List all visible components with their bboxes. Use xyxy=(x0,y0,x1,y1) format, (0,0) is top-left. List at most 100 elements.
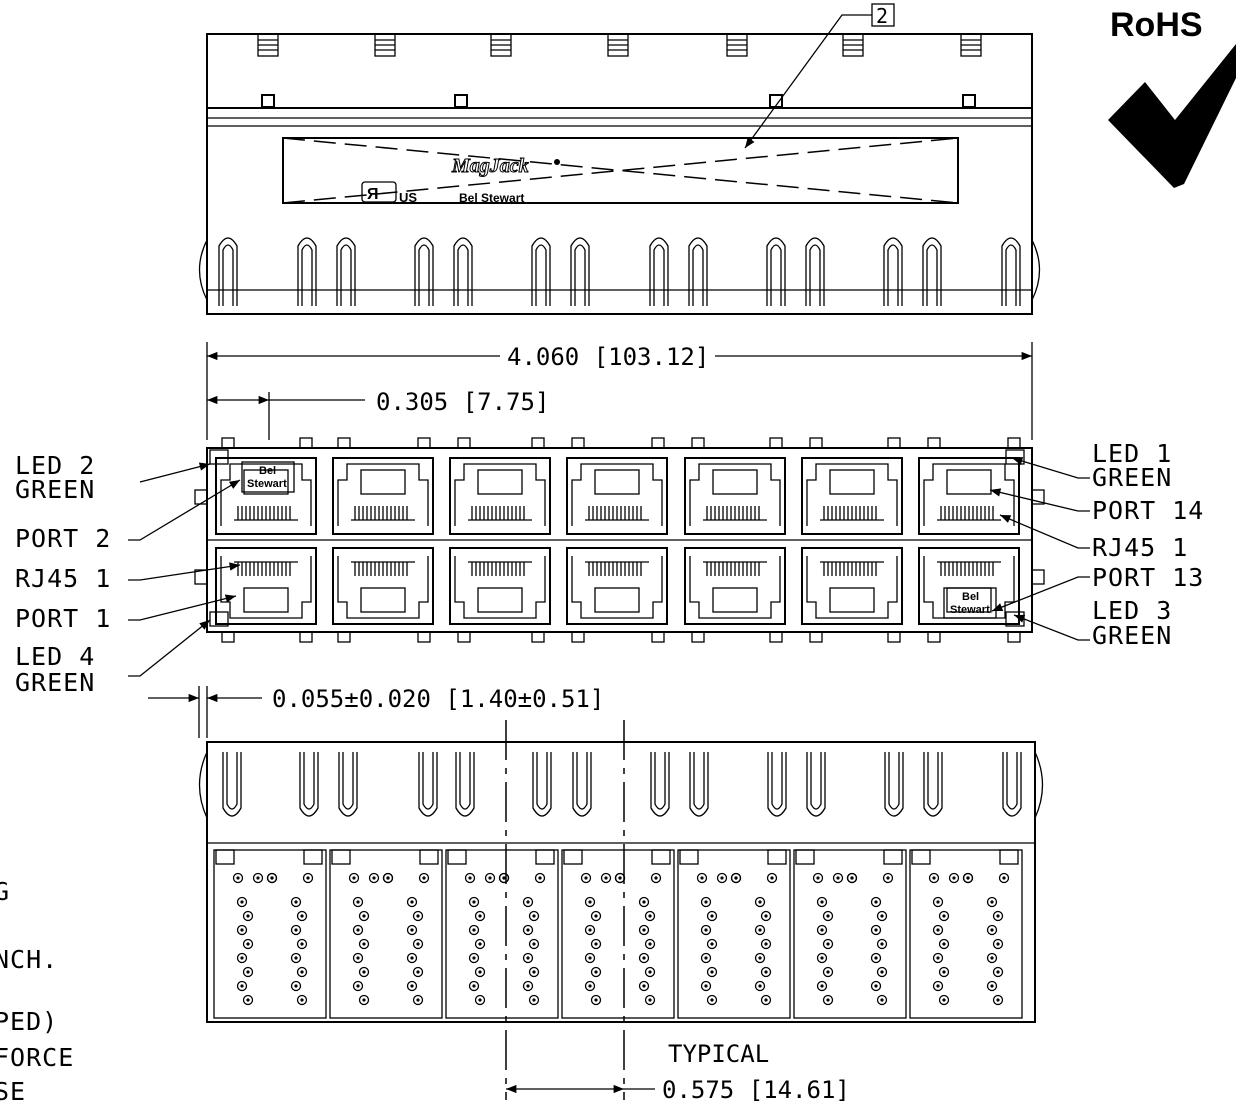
port-footprint xyxy=(793,849,907,1019)
mounting-hole xyxy=(769,94,783,108)
rj45-port xyxy=(801,457,903,535)
contact-pin xyxy=(418,752,438,817)
pin-hole xyxy=(242,938,254,950)
note-fragment: SE xyxy=(0,1077,26,1106)
contact-pin xyxy=(923,752,943,817)
notes-fragments: G NCH. PED) FORCE SE xyxy=(0,877,73,1106)
overall-width-value: 4.060 [103.12] xyxy=(507,343,709,371)
housing-nub xyxy=(769,631,783,643)
port-footprint xyxy=(909,849,1023,1019)
svg-text:Я: Я xyxy=(367,186,379,203)
pin-hole xyxy=(358,938,370,950)
pin-hole xyxy=(484,872,496,884)
pin-hole xyxy=(528,966,540,978)
rj45-port xyxy=(215,457,317,535)
port-footprint xyxy=(329,849,443,1019)
housing-nub xyxy=(457,437,471,449)
rj45-right-label: RJ45 1 xyxy=(1092,533,1188,562)
pin-hole xyxy=(522,924,534,936)
latch-tab xyxy=(842,33,864,57)
housing-nub xyxy=(417,631,431,643)
port14-label: PORT 14 xyxy=(1092,496,1204,525)
rj45-port xyxy=(566,547,668,625)
pin-hole xyxy=(534,872,546,884)
contact-pin xyxy=(297,237,317,306)
pin-hole xyxy=(822,994,834,1006)
led2-color: GREEN xyxy=(15,475,95,504)
pin-hole xyxy=(754,896,766,908)
pin-hole xyxy=(498,872,510,884)
pin-hole xyxy=(368,872,380,884)
pin-hole xyxy=(760,966,772,978)
pin-hole xyxy=(932,980,944,992)
contact-pin xyxy=(1002,752,1022,817)
dimension-pitch: TYPICAL 0.575 [14.61] xyxy=(506,1040,850,1104)
led4-label: LED 4 xyxy=(15,642,95,671)
pin-hole xyxy=(986,924,998,936)
led1-color: GREEN xyxy=(1092,463,1172,492)
housing-nub xyxy=(809,437,823,449)
svg-text:Stewart: Stewart xyxy=(247,478,287,490)
rj45-port xyxy=(449,457,551,535)
housing-nub xyxy=(691,437,705,449)
housing-nub xyxy=(769,437,783,449)
rohs-label: RoHS xyxy=(1110,6,1203,44)
pin-hole xyxy=(528,994,540,1006)
pin-hole xyxy=(638,924,650,936)
port-footprint xyxy=(213,849,327,1019)
pin-hole xyxy=(754,924,766,936)
led-window xyxy=(209,611,229,627)
svg-text:Stewart: Stewart xyxy=(950,604,990,616)
pin-hole xyxy=(700,980,712,992)
clip-left xyxy=(198,751,208,819)
led2-label: LED 2 xyxy=(15,451,95,480)
housing-nub xyxy=(531,437,545,449)
svg-text:Bel: Bel xyxy=(259,465,276,477)
pin-hole xyxy=(590,910,602,922)
pin-hole xyxy=(406,952,418,964)
pin-hole xyxy=(938,910,950,922)
pin-hole xyxy=(696,872,708,884)
pin-hole xyxy=(644,938,656,950)
pin-hole xyxy=(644,966,656,978)
pin-hole xyxy=(584,952,596,964)
pin-hole xyxy=(242,966,254,978)
pin-hole xyxy=(590,966,602,978)
bel-stewart-brand: Bel Stewart xyxy=(459,191,524,205)
pin-hole xyxy=(822,910,834,922)
pin-hole xyxy=(992,966,1004,978)
led-window xyxy=(209,449,229,465)
contact-pin xyxy=(766,237,786,306)
pin-hole xyxy=(584,924,596,936)
pin-hole xyxy=(760,910,772,922)
pin-hole xyxy=(948,872,960,884)
pin-hole xyxy=(938,938,950,950)
mounting-hole xyxy=(962,94,976,108)
housing-nub xyxy=(691,631,705,643)
pin-hole xyxy=(876,966,888,978)
pin-hole xyxy=(766,872,778,884)
pin-hole xyxy=(236,896,248,908)
led3-label: LED 3 xyxy=(1092,596,1172,625)
pitch-value: 0.575 [14.61] xyxy=(662,1076,850,1104)
front-view: Bel Stewart Bel Stewart xyxy=(194,437,1045,643)
pin-hole xyxy=(760,994,772,1006)
housing-nub xyxy=(927,631,941,643)
contact-pin xyxy=(884,752,904,817)
housing-nub xyxy=(299,631,313,643)
pin-hole xyxy=(522,896,534,908)
pin-hole xyxy=(468,896,480,908)
housing-nub xyxy=(531,631,545,643)
housing-nub xyxy=(299,437,313,449)
side-tab xyxy=(1031,489,1045,505)
contact-pin xyxy=(1001,237,1021,306)
contact-pin xyxy=(222,752,242,817)
contact-pin xyxy=(338,752,358,817)
pin-hole xyxy=(290,952,302,964)
bottom-view xyxy=(198,720,1044,1100)
pin-hole xyxy=(528,938,540,950)
housing-nub xyxy=(457,631,471,643)
pin-hole xyxy=(522,952,534,964)
led1-label: LED 1 xyxy=(1092,439,1172,468)
pin-hole xyxy=(822,938,834,950)
